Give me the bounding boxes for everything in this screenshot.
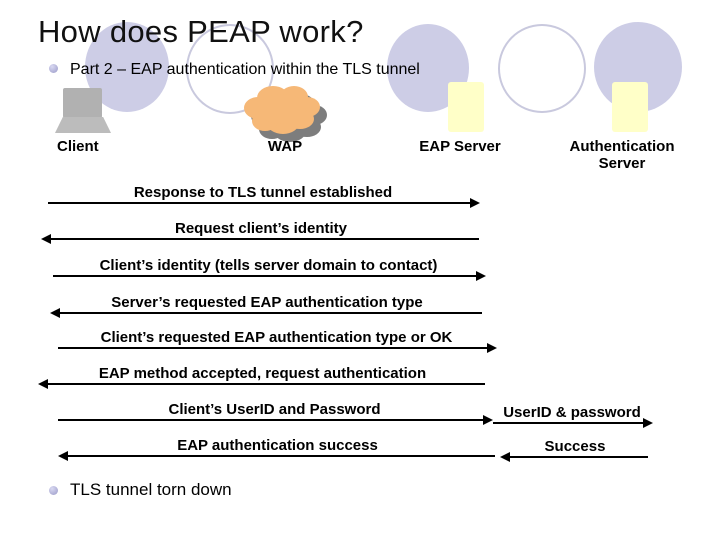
message-label: EAP authentication success	[177, 437, 378, 454]
message-row: EAP method accepted, request authenticat…	[38, 365, 485, 389]
message-row: Response to TLS tunnel established	[48, 184, 480, 208]
arrow-right-icon	[493, 418, 653, 428]
actor-label-eap-server: EAP Server	[419, 138, 501, 155]
server-icon	[612, 82, 648, 132]
bullet-top-text: Part 2 – EAP authentication within the T…	[70, 61, 420, 78]
message-label: EAP method accepted, request authenticat…	[98, 365, 427, 382]
arrow-left-icon	[50, 308, 482, 318]
message-label: Client’s identity (tells server domain t…	[99, 257, 438, 274]
arrow-right-icon	[58, 343, 497, 353]
message-label: Client’s UserID and Password	[168, 401, 381, 418]
bullet-bottom-text: TLS tunnel torn down	[70, 480, 232, 499]
server-icon	[448, 82, 484, 132]
message-row-side: UserID & password	[493, 404, 653, 428]
arrow-left-icon	[38, 379, 485, 389]
slide-title: How does PEAP work?	[38, 14, 364, 49]
message-row: EAP authentication success	[58, 437, 495, 461]
message-label: Response to TLS tunnel established	[133, 184, 393, 201]
message-row: Client’s requested EAP authentication ty…	[58, 329, 497, 353]
message-row: Request client’s identity	[41, 220, 479, 244]
cloud-icon	[238, 80, 330, 142]
arrow-right-icon	[48, 198, 480, 208]
arrow-left-icon	[41, 234, 479, 244]
message-label: Server’s requested EAP authentication ty…	[111, 294, 423, 311]
arrow-right-icon	[53, 271, 486, 281]
computer-icon	[55, 88, 111, 134]
arrow-right-icon	[58, 415, 493, 425]
arrow-left-icon	[500, 452, 648, 462]
arrow-left-icon	[58, 451, 495, 461]
decorative-circle	[498, 24, 586, 113]
message-label: Client’s requested EAP authentication ty…	[100, 329, 453, 346]
message-label: Success	[544, 438, 606, 455]
computer-monitor	[63, 88, 102, 118]
message-row-side: Success	[500, 438, 648, 462]
message-label: Request client’s identity	[175, 220, 347, 237]
actor-label-auth-server: Authentication Server	[569, 138, 675, 172]
bullet-icon	[49, 64, 58, 73]
actor-label-wap: WAP	[267, 138, 303, 155]
message-label: UserID & password	[503, 404, 641, 421]
message-row: Client’s identity (tells server domain t…	[53, 257, 486, 281]
bullet-icon	[49, 486, 58, 495]
message-row: Client’s UserID and Password	[58, 401, 493, 425]
message-row: Server’s requested EAP authentication ty…	[50, 294, 482, 318]
computer-base	[55, 117, 111, 133]
actor-label-client: Client	[57, 138, 99, 155]
